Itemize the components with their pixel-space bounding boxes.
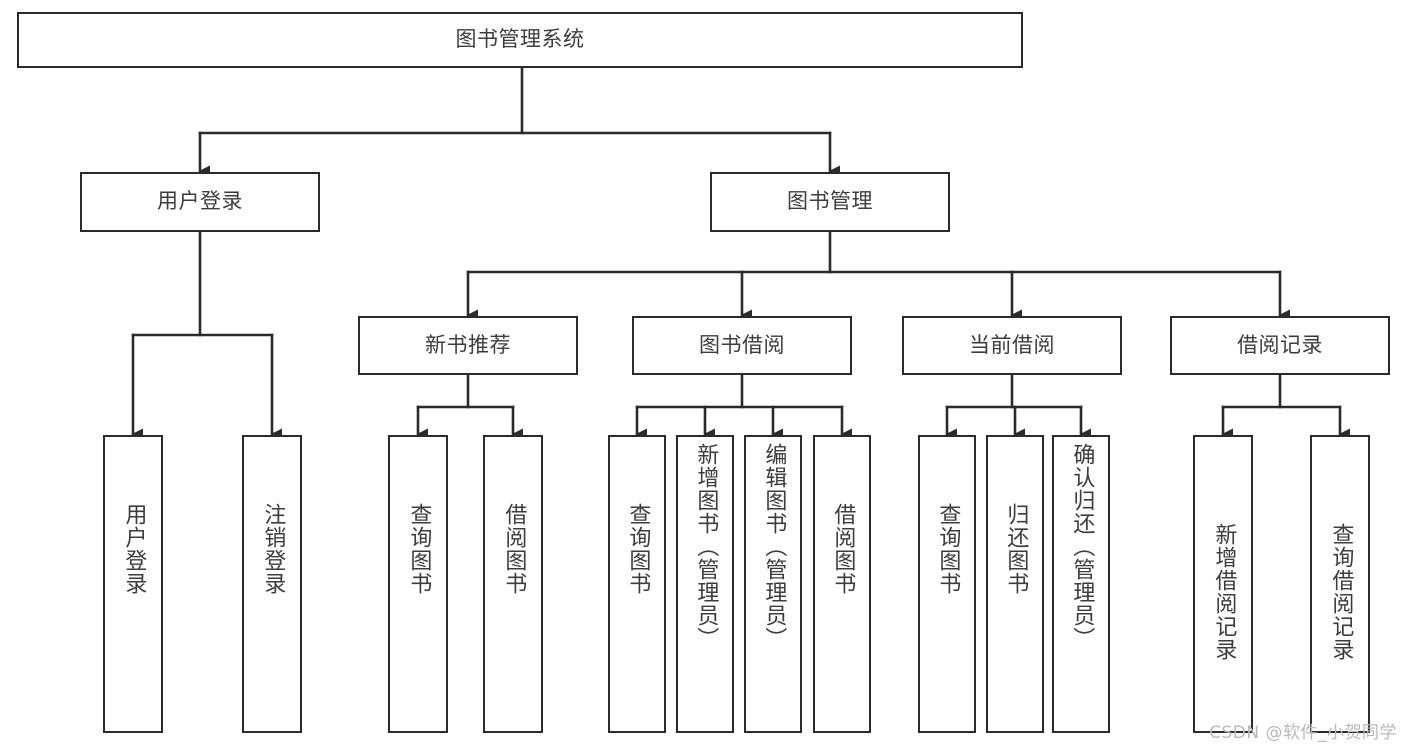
- node-leaf-br4[interactable]: 借阅图书: [813, 435, 871, 733]
- node-label-borrow: 图书借阅: [699, 332, 785, 357]
- node-label-leaf-cu2: 归还图书: [1003, 503, 1029, 595]
- node-label-leaf-br3: 编辑图书（管理员）: [761, 443, 787, 650]
- node-bookmgmt[interactable]: 图书管理: [710, 172, 950, 232]
- node-label-leaf-rc2: 查询借阅记录: [1328, 523, 1354, 661]
- node-leaf-br1[interactable]: 查询图书: [608, 435, 666, 733]
- node-label-login: 用户登录: [157, 189, 243, 214]
- node-borrow[interactable]: 图书借阅: [632, 316, 852, 375]
- node-leaf-rc1[interactable]: 新增借阅记录: [1193, 435, 1253, 733]
- node-label-leaf-cu1: 查询图书: [935, 503, 961, 595]
- node-label-leaf-login1: 用户登录: [121, 503, 147, 595]
- node-leaf-login1[interactable]: 用户登录: [103, 435, 163, 733]
- node-label-newbook: 新书推荐: [425, 332, 511, 357]
- node-leaf-login2[interactable]: 注销登录: [242, 435, 302, 733]
- node-label-bookmgmt: 图书管理: [787, 189, 873, 214]
- node-label-current: 当前借阅: [969, 332, 1055, 357]
- node-current[interactable]: 当前借阅: [902, 316, 1122, 375]
- node-label-leaf-cu3: 确认归还（管理员）: [1069, 443, 1095, 650]
- node-leaf-cu1[interactable]: 查询图书: [918, 435, 976, 733]
- node-label-leaf-login2: 注销登录: [260, 503, 286, 595]
- node-leaf-nb1[interactable]: 查询图书: [388, 435, 448, 733]
- node-leaf-cu3[interactable]: 确认归还（管理员）: [1052, 435, 1110, 733]
- node-label-root: 图书管理系统: [455, 27, 585, 52]
- watermark-label: CSDN @软件_小贺同学: [1209, 723, 1397, 743]
- node-label-leaf-nb2: 借阅图书: [501, 503, 527, 595]
- node-label-leaf-rc1: 新增借阅记录: [1211, 523, 1237, 661]
- node-label-records: 借阅记录: [1237, 332, 1323, 357]
- node-login[interactable]: 用户登录: [80, 172, 320, 232]
- node-leaf-rc2[interactable]: 查询借阅记录: [1310, 435, 1370, 733]
- node-leaf-nb2[interactable]: 借阅图书: [483, 435, 543, 733]
- node-label-leaf-br2: 新增图书（管理员）: [693, 443, 719, 650]
- node-label-leaf-nb1: 查询图书: [406, 503, 432, 595]
- node-newbook[interactable]: 新书推荐: [358, 316, 578, 375]
- edge-group: [131, 66, 1350, 440]
- node-label-leaf-br1: 查询图书: [625, 503, 651, 595]
- node-label-leaf-br4: 借阅图书: [830, 503, 856, 595]
- node-records[interactable]: 借阅记录: [1170, 316, 1390, 375]
- node-leaf-cu2[interactable]: 归还图书: [986, 435, 1044, 733]
- node-leaf-br3[interactable]: 编辑图书（管理员）: [744, 435, 802, 733]
- node-leaf-br2[interactable]: 新增图书（管理员）: [676, 435, 734, 733]
- node-root[interactable]: 图书管理系统: [17, 12, 1023, 68]
